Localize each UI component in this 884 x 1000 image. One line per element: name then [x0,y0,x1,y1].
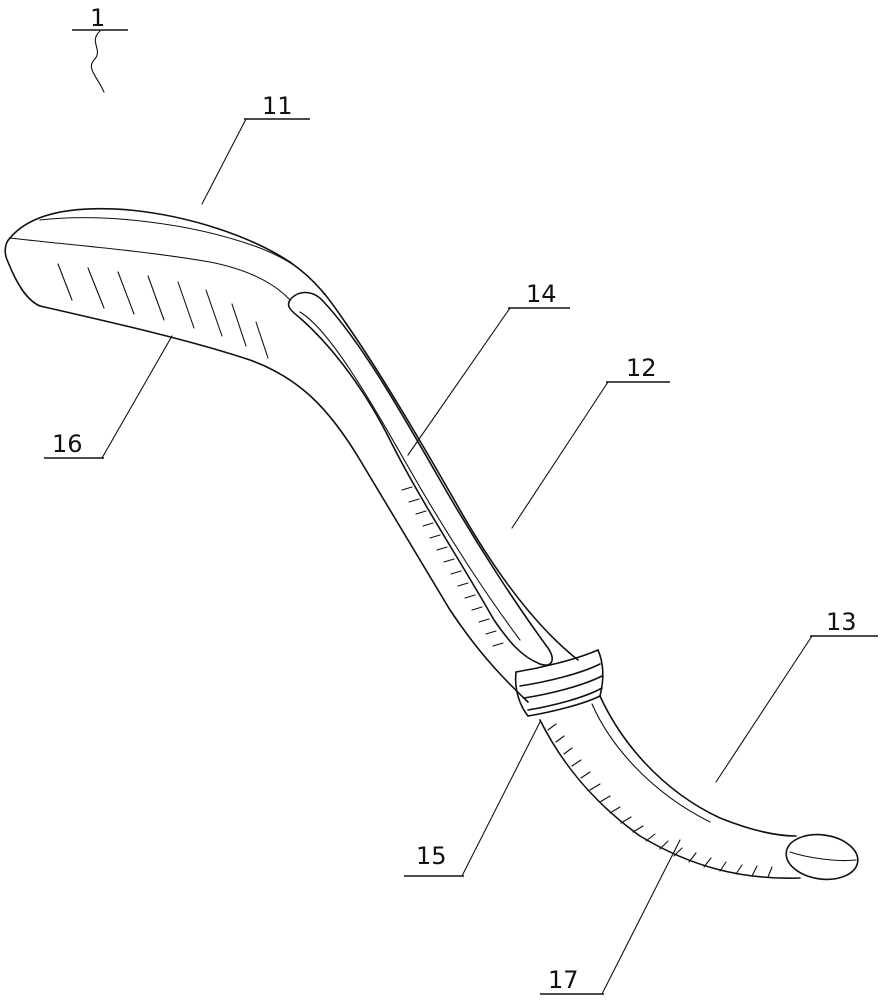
head-front-face [5,238,40,306]
label-17: 17 [548,966,579,994]
shank-serration [472,607,482,610]
shank-serration [465,595,475,598]
tip-rib [704,858,711,867]
shank-serrations [402,487,503,646]
shank-serration [451,571,461,574]
shank-serration [423,523,433,526]
tip-rib [752,866,757,876]
collar [516,650,603,716]
shank-serration [437,547,447,550]
tip-rib [621,817,631,823]
label-11: 11 [262,92,293,120]
tip-rib [600,796,610,802]
label-14: 14 [526,280,557,308]
tip-rib [633,826,643,832]
tip-rib [548,724,556,730]
tip-rib [660,841,668,849]
tip-end-face-line [790,852,856,861]
collar-line [524,676,602,698]
tip-rib [768,867,772,877]
collar-side [516,672,528,716]
shank-serration [479,619,489,622]
label-11-group: 11 [202,92,310,204]
label-12-group: 12 [512,354,670,528]
tip-rib [564,748,572,754]
shank-serration [409,499,419,502]
label-16: 16 [52,430,83,458]
head-upper-edge [10,209,578,660]
collar-line [528,696,600,716]
tip-rib [581,772,590,778]
head-rib [148,276,164,320]
shank-serration [430,535,440,538]
shank-serration [486,631,496,634]
head-face-top-edge [10,238,290,300]
tip-rib [556,736,564,742]
label-13-leader [716,636,812,782]
tip-end-face [783,830,860,884]
label-16-group: 16 [44,336,172,458]
label-11-leader [202,119,246,204]
collar-line [516,650,598,672]
groove-slot [288,293,552,666]
label-17-group: 17 [540,840,680,994]
shank-serration [416,511,426,514]
shank-serration [493,643,503,646]
label-12-leader [512,382,608,528]
tip-lower-edge [540,720,800,878]
shank-serration [402,487,412,490]
tip-rib [736,865,742,874]
label-15-group: 15 [404,722,540,876]
tip-rib [720,862,726,871]
label-14-group: 14 [408,280,570,455]
label-16-leader [102,336,172,458]
head-rib [232,304,246,346]
label-17-leader [602,840,680,994]
label-1: 1 [90,4,105,32]
tip-rib [646,834,655,841]
label-15-leader [462,722,540,876]
label-1-group: 1 [72,4,128,92]
collar-line [528,688,602,710]
tip-rib [610,807,620,813]
instrument-body [5,209,860,884]
label-15: 15 [416,842,447,870]
head-rib [88,268,104,308]
head-ribs [58,264,268,358]
label-13: 13 [826,608,857,636]
head-rib [206,290,222,336]
head-rib [256,322,268,358]
tip-upper-edge [600,696,796,836]
label-13-group: 13 [716,608,878,782]
head-rib [118,272,134,314]
shank-serration [444,559,454,562]
label-12: 12 [626,354,657,382]
label-14-leader [408,308,510,455]
head-rib [178,282,194,328]
shank-serration [458,583,468,586]
tip-highlight-line [592,704,710,822]
tip-rib [590,784,600,790]
head-rib [58,264,72,300]
label-1-squiggle [91,31,104,92]
tip-rib [572,760,581,766]
